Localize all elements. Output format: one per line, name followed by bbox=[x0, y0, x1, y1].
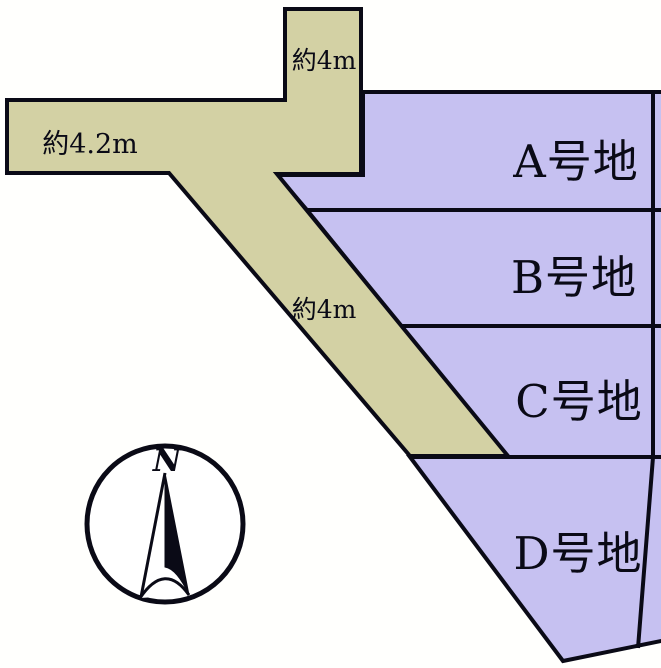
plot-c-label: C号地 bbox=[515, 375, 642, 428]
plot-b-label: B号地 bbox=[511, 251, 637, 304]
north-label: N bbox=[152, 443, 183, 479]
north-arrow bbox=[164, 472, 190, 596]
compass: N bbox=[84, 443, 246, 605]
diagonal-road-width-label: 約4m bbox=[292, 295, 357, 324]
road-area bbox=[5, 7, 513, 458]
plot-d-area bbox=[406, 455, 661, 664]
east-boundary-line bbox=[636, 92, 655, 649]
north-road-width-label: 約4m bbox=[292, 46, 357, 75]
compass-dome-arc bbox=[138, 577, 191, 599]
west-road-width-label: 約4.2m bbox=[42, 129, 138, 160]
plot-d-label: D号地 bbox=[513, 527, 642, 580]
plot-a-label: A号地 bbox=[512, 135, 639, 188]
compass-needle-outline bbox=[139, 472, 167, 598]
